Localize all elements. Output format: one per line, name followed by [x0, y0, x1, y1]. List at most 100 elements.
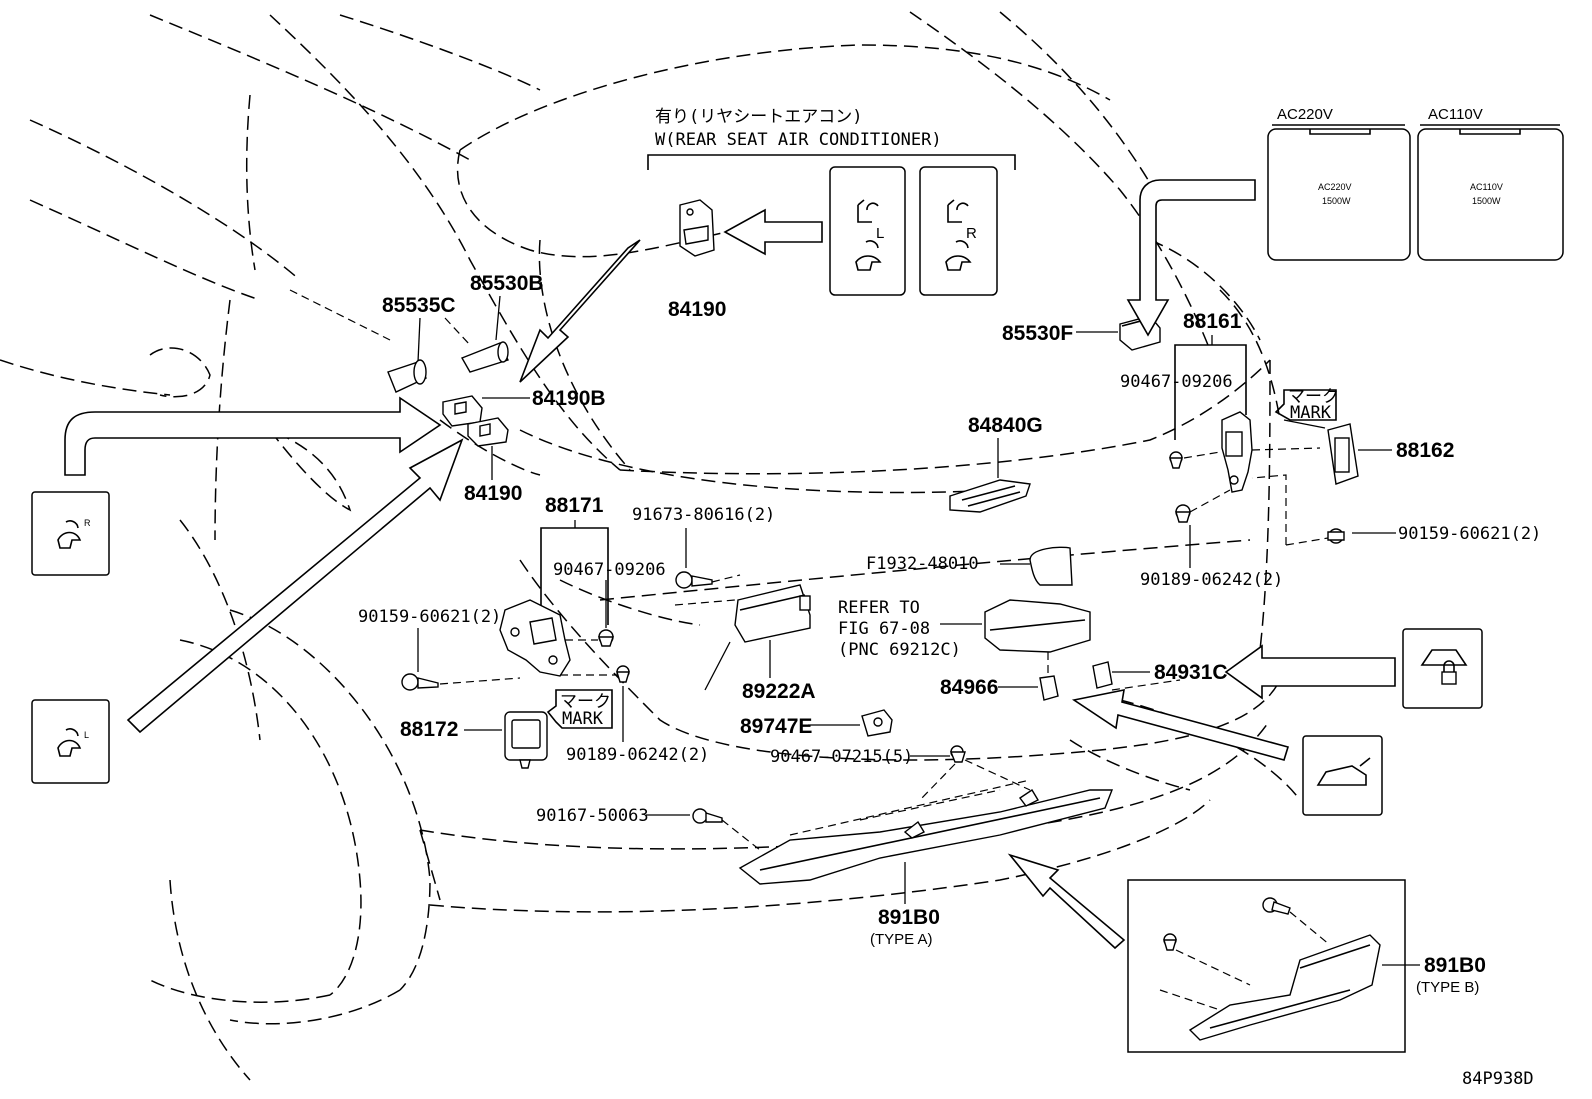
icon-box-R: R [31, 491, 110, 576]
part-88162-icon [1327, 423, 1359, 485]
part-type-b-bolt [1262, 897, 1291, 915]
icon-box-L: L [31, 699, 110, 784]
label-84931C: 84931C [1154, 661, 1228, 684]
label-84190-top: 84190 [668, 298, 726, 321]
label-90159-60621-right: 90159-60621(2) [1398, 524, 1541, 544]
part-90467-clip-right [1169, 451, 1183, 469]
part-89222A-icon [734, 584, 811, 643]
part-camera-ref-icon [984, 599, 1091, 653]
part-90467-clip-left [598, 629, 614, 647]
refer-line-3: (PNC 69212C) [838, 640, 961, 660]
jp-note: 有り(リヤシートエアコン) [655, 107, 862, 127]
mark-jp-left: マーク [560, 692, 611, 712]
part-89747E-icon [861, 709, 893, 737]
label-84966: 84966 [940, 676, 998, 699]
label-90189-06242-right: 90189-06242(2) [1140, 570, 1283, 590]
part-85535C-icon [387, 359, 427, 393]
label-91673-80616: 91673-80616(2) [632, 505, 775, 525]
seat-switch-right-box: R [919, 166, 998, 296]
en-note: W(REAR SEAT AIR CONDITIONER) [655, 130, 942, 150]
label-type-a: (TYPE A) [870, 931, 933, 948]
label-88161: 88161 [1183, 310, 1242, 333]
arrow-from-lock-box [1224, 644, 1396, 700]
label-88171: 88171 [545, 494, 604, 517]
part-90189-clip-left [616, 665, 630, 683]
label-90467-09206-left: 90467-09206 [553, 560, 666, 580]
outlet-ac220v: AC220V AC220V 1500W [1267, 106, 1411, 261]
refer-line-2: FIG 67-08 [838, 619, 930, 639]
part-90189-clip-right [1175, 504, 1191, 523]
vehicle-body-outline [0, 11, 1301, 1081]
label-90167-50063: 90167-50063 [536, 806, 649, 826]
arrow-from-tailgate-box [1071, 688, 1290, 761]
label-84190B: 84190B [532, 387, 606, 410]
part-84190-top-icon [679, 199, 715, 257]
part-91673-bolt [675, 571, 713, 589]
icon-box-lock [1402, 628, 1483, 709]
part-891B0-type-b-icon [1188, 934, 1381, 1041]
label-85530F: 85530F [1002, 322, 1073, 345]
arrow-to-891B0 [1007, 853, 1126, 950]
part-84840G-icon [949, 479, 1031, 513]
outlet-ac220v-watt: 1500W [1322, 196, 1351, 206]
svg-text:L: L [84, 730, 89, 740]
mark-en-left: MARK [562, 709, 604, 729]
label-84190-lower: 84190 [464, 482, 522, 505]
mark-tag-left: マーク MARK [546, 689, 613, 729]
outlet-ac110v-watt: 1500W [1472, 196, 1501, 206]
label-88172: 88172 [400, 718, 458, 741]
mark-jp-right: マーク [1288, 387, 1339, 407]
label-89222A: 89222A [742, 680, 816, 703]
svg-text:R: R [84, 518, 91, 528]
outlet-ac220v-volt: AC220V [1318, 182, 1352, 192]
arrow-from-R-box [64, 396, 442, 476]
outlet-ac110v-tab: AC110V [1428, 106, 1483, 123]
label-90467-09206-right: 90467-09206 [1120, 372, 1233, 392]
icon-box-tailgate [1302, 735, 1383, 816]
label-90189-06242-left: 90189-06242(2) [566, 745, 709, 765]
mark-en-right: MARK [1290, 403, 1332, 423]
label-F1932-48010: F1932-48010 [866, 554, 979, 574]
part-type-b-clip [1163, 933, 1177, 951]
arrow-to-84190-top [723, 208, 823, 256]
seat-switch-left-box: L [829, 166, 906, 296]
label-84840G: 84840G [968, 414, 1043, 437]
label-type-b: (TYPE B) [1416, 979, 1479, 996]
part-891B0-type-a-icon [738, 789, 1114, 885]
part-90467-07215-clip [949, 745, 966, 763]
label-891B0-type-a: 891B0 [878, 906, 940, 929]
part-F1932-icon [1029, 546, 1073, 586]
switch-left-label: L [876, 225, 884, 242]
inset-891B0-type-b [1127, 879, 1406, 1053]
arrow-from-L-box [126, 438, 464, 734]
part-84966-icon [1039, 675, 1059, 701]
part-88161-icon [1221, 411, 1253, 493]
label-891B0-type-b: 891B0 [1424, 954, 1486, 977]
part-84931C-icon [1092, 661, 1113, 689]
part-88172-icon [504, 711, 548, 769]
part-90159-bolt-right [1327, 528, 1345, 544]
arrow-down-to-84190B [519, 239, 641, 383]
part-90167-bolt [692, 808, 723, 824]
label-88162: 88162 [1396, 439, 1454, 462]
switch-right-label: R [966, 225, 977, 242]
part-90159-bolt-left [401, 673, 439, 691]
label-85530B: 85530B [470, 272, 544, 295]
part-88171-icon [499, 599, 571, 677]
mark-tag-right: マーク MARK [1274, 387, 1339, 423]
refer-line-1: REFER TO [838, 598, 920, 618]
label-90467-07215: 90467-07215(5) [770, 747, 913, 767]
rear-seat-ac-note: 有り(リヤシートエアコン) W(REAR SEAT AIR CONDITIONE… [647, 107, 1016, 170]
arrow-from-outlets [1126, 179, 1256, 337]
part-85530B-icon [460, 341, 509, 373]
label-89747E: 89747E [740, 715, 812, 738]
outlet-ac110v-volt: AC110V [1470, 182, 1503, 192]
figure-code: 84P938D [1462, 1069, 1534, 1089]
part-84190-lower-icon [467, 417, 509, 447]
label-90159-60621-left: 90159-60621(2) [358, 607, 501, 627]
outlet-ac110v: AC110V AC110V 1500W [1417, 106, 1564, 261]
outlet-ac220v-tab: AC220V [1277, 106, 1333, 123]
label-85535C: 85535C [382, 294, 456, 317]
